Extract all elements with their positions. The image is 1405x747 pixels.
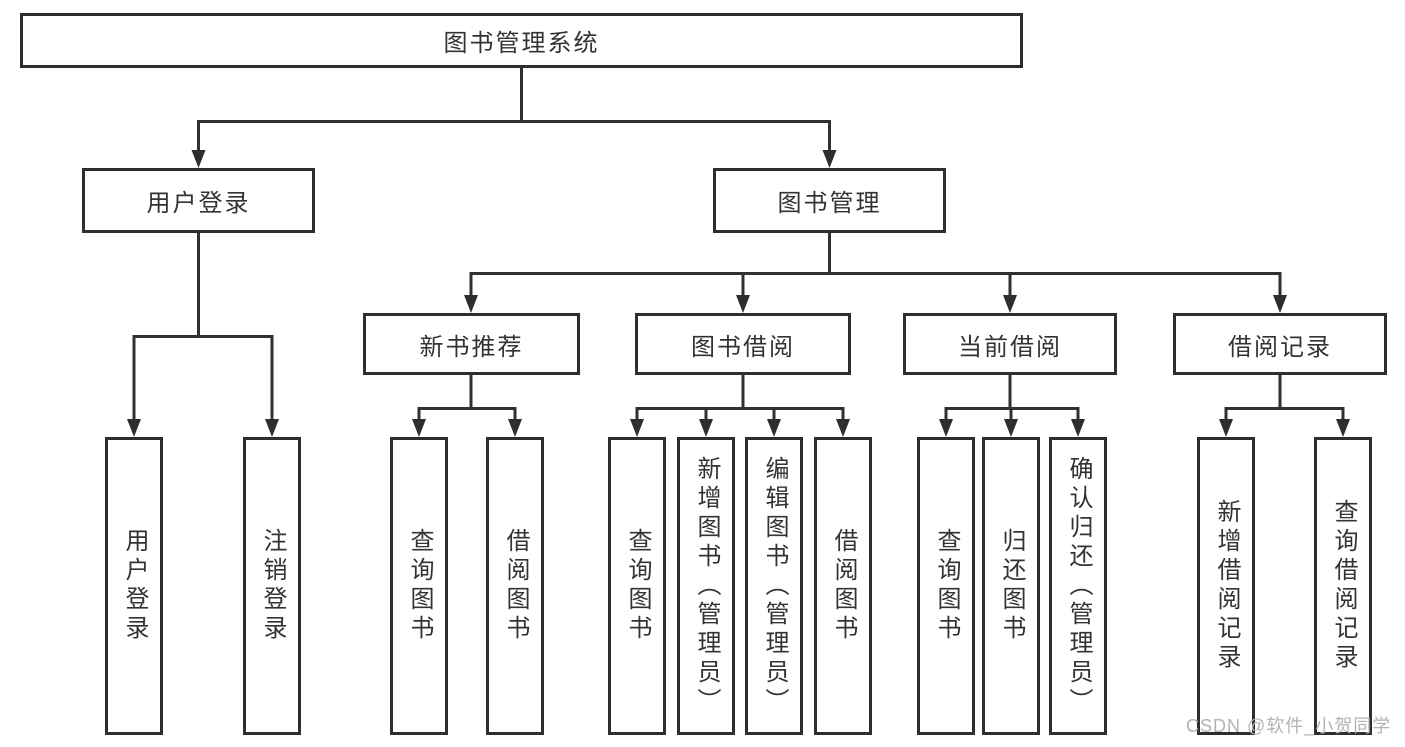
node-book-management: 图书管理	[713, 168, 946, 233]
arrow-down-icon	[1071, 419, 1085, 437]
arrow-down-icon	[736, 295, 750, 313]
leaf-borrow-books-recommend: 借阅图书	[486, 437, 544, 735]
arrow-down-icon	[699, 419, 713, 437]
leaf-edit-book-admin: 编辑图书（管理员）	[745, 437, 803, 735]
connector-lines	[132, 68, 1345, 421]
arrow-down-icon	[412, 419, 426, 437]
arrow-down-icon	[836, 419, 850, 437]
arrow-down-icon	[508, 419, 522, 437]
leaf-add-book-admin: 新增图书（管理员）	[677, 437, 735, 735]
arrow-down-icon	[191, 150, 206, 168]
leaf-logout: 注销登录	[243, 437, 301, 735]
leaf-query-books-borrow: 查询图书	[608, 437, 666, 735]
node-book-borrow: 图书借阅	[635, 313, 851, 375]
leaf-query-books-recommend: 查询图书	[390, 437, 448, 735]
node-user-login: 用户登录	[82, 168, 315, 233]
node-borrow-records: 借阅记录	[1173, 313, 1387, 375]
arrow-down-icon	[265, 419, 279, 437]
arrow-down-icon	[1336, 419, 1350, 437]
leaf-query-borrow-record: 查询借阅记录	[1314, 437, 1372, 735]
arrow-down-icon	[767, 419, 781, 437]
node-new-book-recommend: 新书推荐	[363, 313, 580, 375]
arrow-down-icon	[127, 419, 141, 437]
node-current-borrow: 当前借阅	[903, 313, 1117, 375]
arrow-down-icon	[939, 419, 953, 437]
arrow-down-icon	[1004, 419, 1018, 437]
leaf-borrow-books: 借阅图书	[814, 437, 872, 735]
leaf-add-borrow-record: 新增借阅记录	[1197, 437, 1255, 735]
arrow-down-icon	[630, 419, 644, 437]
arrow-down-icon	[1273, 295, 1287, 313]
leaf-return-books: 归还图书	[982, 437, 1040, 735]
arrow-down-icon	[1219, 419, 1233, 437]
leaf-user-login: 用户登录	[105, 437, 163, 735]
arrow-down-icon	[822, 150, 837, 168]
arrowheads	[127, 150, 1350, 437]
leaf-query-books-current: 查询图书	[917, 437, 975, 735]
leaf-confirm-return-admin: 确认归还（管理员）	[1049, 437, 1107, 735]
arrow-down-icon	[1003, 295, 1017, 313]
node-root: 图书管理系统	[20, 13, 1023, 68]
watermark: CSDN @软件_小贺同学	[1186, 716, 1392, 736]
arrow-down-icon	[464, 295, 478, 313]
